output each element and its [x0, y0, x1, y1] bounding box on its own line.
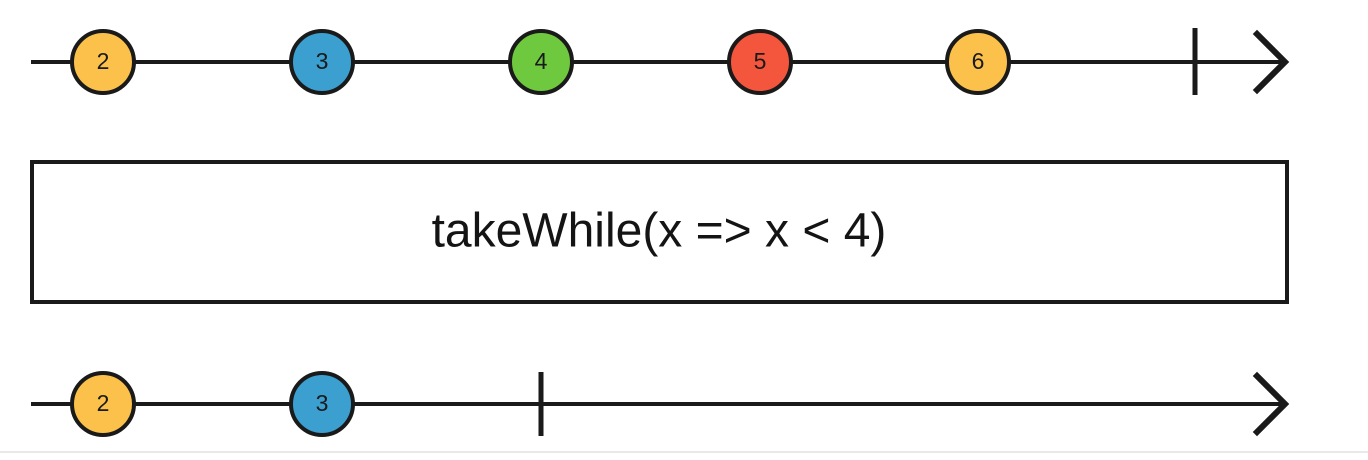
marble-4[interactable]: 4	[508, 29, 574, 95]
marble-3[interactable]: 3	[289, 371, 355, 437]
source-arrow-icon	[1252, 29, 1290, 95]
marble-circle-yellow	[945, 29, 1011, 95]
operator-box[interactable]	[30, 160, 1289, 304]
source-marbles: 2 3 4 5 6	[70, 29, 1011, 95]
marble-circle-yellow	[70, 29, 136, 95]
marble-label: 5	[754, 48, 767, 74]
marble-3[interactable]: 3	[289, 29, 355, 95]
marble-circle-blue	[289, 29, 355, 95]
marble-circle-red	[727, 29, 793, 95]
marble-label: 2	[97, 390, 110, 416]
marble-circle-blue	[289, 371, 355, 437]
marble-2[interactable]: 2	[70, 29, 136, 95]
operator-block[interactable]: takeWhile(x => x < 4)	[30, 160, 1289, 304]
marble-circle-green	[508, 29, 574, 95]
marble-6[interactable]: 6	[945, 29, 1011, 95]
marble-circle-yellow	[70, 371, 136, 437]
marble-5[interactable]: 5	[727, 29, 793, 95]
marble-2[interactable]: 2	[70, 371, 136, 437]
marble-label: 3	[316, 48, 329, 74]
operator-label: takeWhile(x => x < 4)	[432, 205, 887, 258]
result-arrow-icon	[1252, 371, 1290, 437]
marble-label: 3	[316, 390, 329, 416]
marble-label: 6	[972, 48, 985, 74]
source-stream: 2 3 4 5 6	[31, 28, 1290, 95]
marble-label: 4	[535, 48, 548, 74]
marble-label: 2	[97, 48, 110, 74]
